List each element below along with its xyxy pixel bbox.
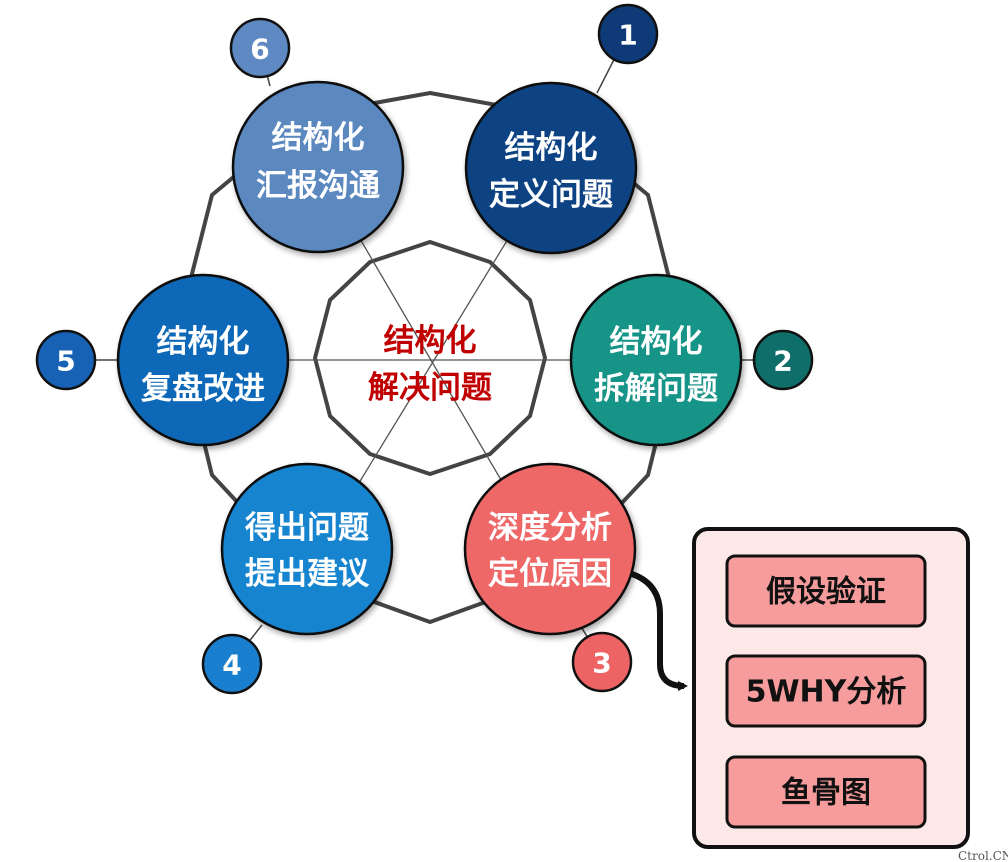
node-1: 结构化 定义问题 [464, 81, 638, 255]
node-4-line2: 提出建议 [245, 556, 370, 592]
node-5-circle [116, 273, 290, 447]
center-title-line2: 解决问题 [368, 370, 492, 406]
node-5: 结构化 复盘改进 [116, 273, 290, 447]
node-1-circle [464, 81, 638, 255]
node-6: 结构化 汇报沟通 [231, 80, 405, 254]
node-3: 深度分析 定位原因 [463, 462, 637, 636]
badge-2-circle [752, 329, 814, 391]
badge-1: 1 [597, 3, 659, 65]
outer-ring [174, 90, 686, 625]
badge-4-circle [201, 633, 263, 695]
badge-5: 5 [35, 329, 97, 391]
node-3-circle [463, 462, 637, 636]
badge-4-number: 4 [222, 649, 241, 682]
node-2-line1: 结构化 [610, 324, 703, 360]
badge-6-number: 6 [250, 33, 269, 66]
badge-4: 4 [201, 633, 263, 695]
node-1-line2: 定义问题 [489, 177, 613, 213]
badge-5-number: 5 [56, 345, 75, 378]
method-item-2: 5WHY分析 [725, 654, 927, 728]
node-4-line1: 得出问题 [244, 510, 369, 546]
badge-2: 2 [752, 329, 814, 391]
node-2: 结构化 拆解问题 [569, 273, 743, 447]
center-title-line1: 结构化 [384, 323, 477, 359]
badge-2-number: 2 [773, 345, 792, 378]
badge-3-circle [571, 631, 633, 693]
node-6-line1: 结构化 [272, 120, 365, 156]
method-item-1-box [725, 554, 927, 628]
node-2-line2: 拆解问题 [594, 371, 718, 407]
method-item-1: 假设验证 [725, 554, 927, 628]
watermark: Ctrol.CN [958, 849, 1008, 862]
method-item-3-box [725, 755, 927, 829]
node-4-circle [220, 462, 394, 636]
badge-1-circle [597, 3, 659, 65]
method-item-2-box [725, 654, 927, 728]
node-2-circle [569, 273, 743, 447]
methods-panel: 假设验证 5WHY分析 鱼骨图 [692, 527, 970, 849]
method-item-3: 鱼骨图 [725, 755, 927, 829]
node-6-line2: 汇报沟通 [256, 168, 380, 204]
badge-6: 6 [229, 17, 291, 79]
methods-arrow [630, 571, 688, 691]
method-item-3-label: 鱼骨图 [781, 776, 871, 811]
node-3-line1: 深度分析 [488, 510, 612, 546]
badge-3-number: 3 [592, 647, 611, 680]
node-6-circle [231, 80, 405, 254]
badge-1-number: 1 [618, 19, 637, 52]
method-item-1-label: 假设验证 [766, 575, 886, 610]
badge-3: 3 [571, 631, 633, 693]
node-1-line1: 结构化 [505, 130, 598, 166]
badge-6-circle [229, 17, 291, 79]
badge-5-circle [35, 329, 97, 391]
node-5-line2: 复盘改进 [141, 371, 265, 407]
node-3-line2: 定位原因 [488, 556, 612, 592]
method-item-2-label: 5WHY分析 [746, 675, 907, 710]
node-4: 得出问题 提出建议 [220, 462, 394, 636]
node-5-line1: 结构化 [157, 324, 250, 360]
